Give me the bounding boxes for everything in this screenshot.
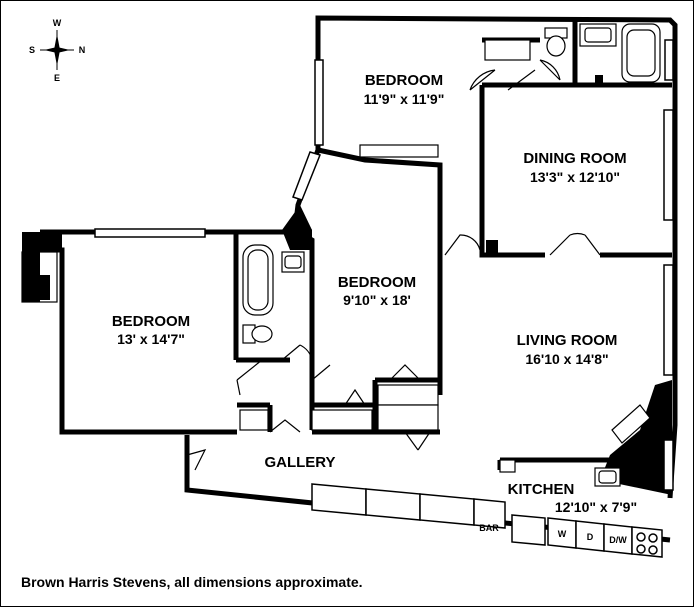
bedroom-mid-name: BEDROOM [338, 274, 416, 291]
pillars [22, 75, 672, 495]
compass-e: E [54, 73, 60, 83]
kitchen-dim: 12'10" x 7'9" [555, 499, 637, 515]
dining-name: DINING ROOM [523, 150, 626, 167]
dishwasher-label: D/W [609, 535, 627, 545]
bedroom-top-name: BEDROOM [365, 72, 443, 89]
living-desk-icon [611, 404, 651, 444]
kitchen-name: KITCHEN [508, 481, 575, 498]
living-name: LIVING ROOM [517, 332, 618, 349]
living-dim: 16'10 x 14'8" [525, 351, 608, 367]
bar-label: BAR [479, 523, 499, 533]
compass-n: N [79, 45, 86, 55]
footer-credit: Brown Harris Stevens, all dimensions app… [21, 574, 363, 590]
gallery-name: GALLERY [264, 454, 335, 471]
dining-dim: 13'3" x 12'10" [530, 169, 620, 185]
bedroom-top-dim: 11'9" x 11'9" [364, 91, 445, 107]
windows [94, 39, 674, 491]
doors [186, 59, 601, 471]
compass-w: W [53, 18, 62, 28]
washer-label: W [558, 529, 567, 539]
bedroom-left-name: BEDROOM [112, 313, 190, 330]
refrigerator-icon [511, 514, 546, 546]
kitchen-appliances [511, 514, 663, 558]
stove-icon [631, 526, 663, 558]
bedroom-left-dim: 13' x 14'7" [117, 331, 185, 347]
fixtures [21, 23, 661, 487]
dryer-label: D [587, 532, 594, 542]
compass-rose-icon: W E S N [29, 18, 85, 83]
gallery-cabinets [311, 483, 506, 529]
gallery-walls [184, 435, 671, 543]
compass-s: S [29, 45, 35, 55]
bedroom-mid-dim: 9'10" x 18' [343, 292, 411, 308]
